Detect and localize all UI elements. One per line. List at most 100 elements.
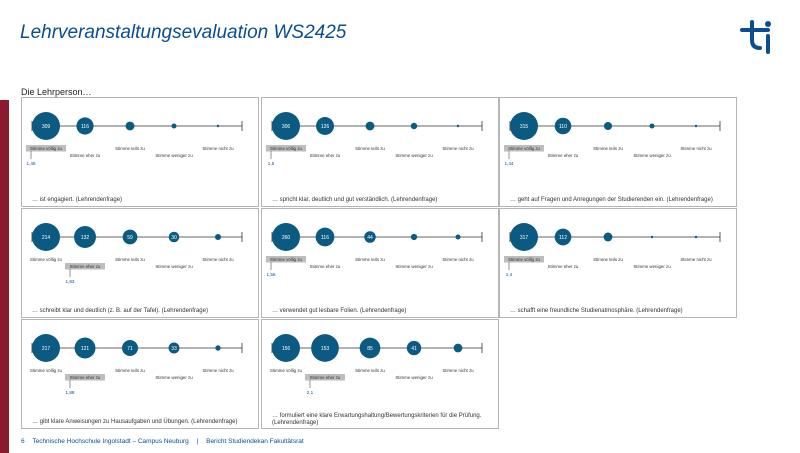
scale-label: Stimme nicht zu	[202, 146, 234, 151]
question-caption: … verwendet gut lesbare Folien. (Lehrend…	[272, 308, 407, 314]
mean-value-label: 1,5	[268, 161, 275, 166]
mean-category-highlight	[266, 256, 306, 263]
bubble-count-label: 153	[321, 346, 330, 352]
bubble-count-label: 112	[559, 235, 567, 241]
response-bubble	[32, 334, 60, 362]
left-accent-bar	[0, 100, 9, 453]
response-bubble	[272, 223, 300, 251]
response-bubble	[215, 345, 221, 351]
mean-category-highlight	[65, 374, 105, 381]
bubble-count-label: 217	[42, 346, 51, 352]
response-bubble	[694, 124, 698, 128]
response-bubble	[365, 121, 375, 131]
response-bubble	[410, 233, 418, 241]
footer-institution: Technische Hochschule Ingolstadt – Campu…	[32, 438, 189, 445]
response-bubble	[456, 124, 460, 128]
scale-label: Stimme eher zu	[548, 153, 579, 158]
mean-value-label: 1,56	[267, 272, 276, 277]
bubble-count-label: 85	[367, 346, 373, 352]
scale-label: Stimme nicht zu	[442, 257, 474, 262]
scale-label: Stimme weniger zu	[155, 153, 193, 158]
scale-label: Stimme völlig zu	[30, 257, 63, 262]
response-bubble	[125, 121, 135, 131]
scale-label: Stimme nicht zu	[442, 146, 474, 151]
scale-label: Stimme nicht zu	[202, 368, 234, 373]
response-bubble	[694, 235, 698, 239]
question-caption: … ist engagiert. (Lehrendenfrage)	[32, 197, 123, 203]
bubble-count-label: 116	[321, 235, 329, 241]
response-bubble	[168, 231, 180, 243]
bubble-count-label: 116	[81, 124, 89, 130]
response-bubble	[316, 117, 334, 135]
scale-label: Stimme eher zu	[548, 264, 579, 269]
page-title: Lehrveranstaltungsevaluation WS2425	[20, 22, 347, 43]
footer: 6 Technische Hochschule Ingolstadt – Cam…	[21, 438, 310, 445]
response-bubble	[315, 227, 335, 247]
response-bubble	[649, 123, 655, 129]
response-bubble	[311, 334, 339, 362]
question-caption: … spricht klar, deutlich und gut verstän…	[272, 197, 438, 203]
mean-value-label: 1,83	[66, 279, 75, 284]
response-bubble	[364, 231, 376, 243]
bubble-count-label: 110	[559, 124, 567, 130]
bubble-count-label: 260	[282, 235, 291, 241]
scale-label: Stimme völlig zu	[30, 146, 63, 151]
response-bubble	[510, 223, 538, 251]
scale-label: Stimme weniger zu	[633, 153, 671, 158]
response-bubble	[74, 337, 96, 359]
question-caption: … gibt klare Anweisungen zu Hausaufgaben…	[32, 419, 238, 425]
question-caption: … formuliert eine klare Erwartungshaltun…	[272, 413, 482, 426]
scale-label: Stimme völlig zu	[30, 368, 63, 373]
response-bubble	[510, 112, 538, 140]
mean-value-label: 1,45	[27, 161, 36, 166]
scale-label: Stimme völlig zu	[270, 257, 303, 262]
scale-label: Stimme weniger zu	[395, 375, 433, 380]
bubble-count-label: 126	[321, 124, 330, 130]
bubble-count-label: 214	[42, 235, 51, 241]
mean-category-highlight	[305, 374, 345, 381]
scale-label: Stimme eher zu	[70, 375, 101, 380]
response-bubble	[650, 235, 654, 239]
section-label: Die Lehrperson…	[21, 87, 92, 97]
response-bubble	[214, 233, 222, 241]
scale-label: Stimme völlig zu	[270, 368, 303, 373]
scale-label: Stimme nicht zu	[202, 257, 234, 262]
scale-label: Stimme weniger zu	[633, 264, 671, 269]
scale-label: Stimme teils zu	[593, 257, 623, 262]
bubble-count-label: 121	[81, 346, 90, 352]
question-caption: … schafft eine freundliche Studienatmosp…	[510, 308, 683, 314]
response-bubble	[121, 339, 139, 357]
footer-report: Bericht Studiendekan Fakultätsrat	[206, 438, 304, 445]
response-bubble	[455, 234, 461, 240]
bubble-count-label: 317	[520, 235, 529, 241]
response-bubble	[272, 334, 300, 362]
response-bubble	[74, 226, 96, 248]
scale-label: Stimme nicht zu	[442, 368, 474, 373]
mean-category-highlight	[26, 145, 66, 152]
response-bubble	[168, 342, 180, 354]
response-bubble	[272, 112, 300, 140]
response-bubble	[32, 223, 60, 251]
scale-label: Stimme weniger zu	[395, 153, 433, 158]
mean-category-highlight	[504, 145, 544, 152]
bubble-count-label: 41	[411, 346, 417, 352]
scale-label: Stimme völlig zu	[508, 146, 541, 151]
response-bubble	[122, 229, 138, 245]
response-bubble	[216, 124, 220, 128]
scale-label: Stimme eher zu	[70, 264, 101, 269]
scale-label: Stimme teils zu	[355, 257, 385, 262]
